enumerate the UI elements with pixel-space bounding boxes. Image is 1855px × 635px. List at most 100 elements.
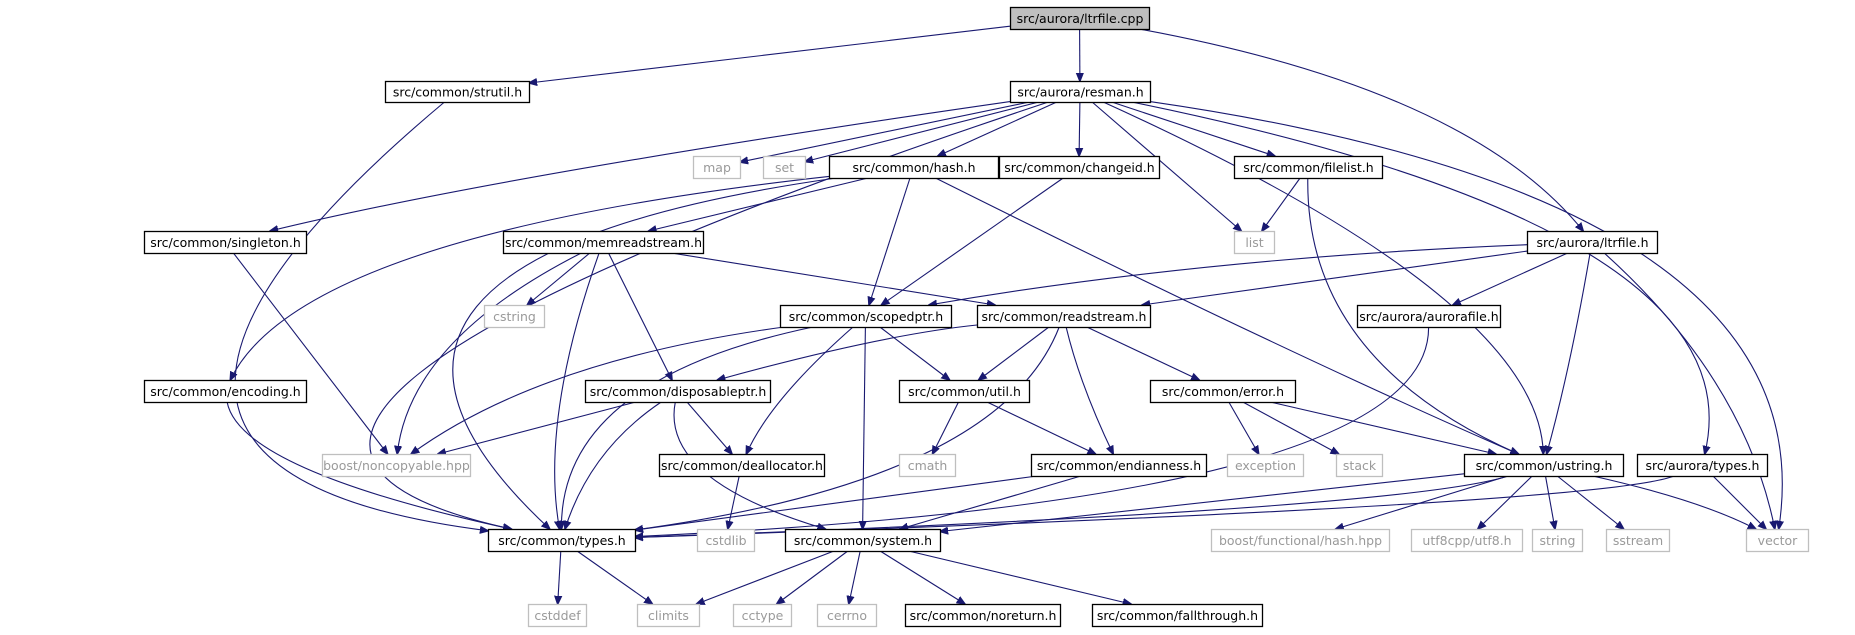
node-scopedptr-h[interactable]: src/common/scopedptr.h <box>779 304 953 329</box>
edge-resman_h-to-list <box>1091 101 1241 231</box>
node-endianness-h[interactable]: src/common/endianness.h <box>1030 453 1208 478</box>
node-label: src/aurora/aurorafile.h <box>1359 309 1498 324</box>
node-label: vector <box>1758 533 1799 548</box>
node-label: exception <box>1235 458 1296 473</box>
edge-changeid_h-to-scopedptr_h <box>881 177 1064 305</box>
edge-ustring_h-to-utf8_h <box>1478 475 1533 529</box>
node-box <box>828 155 1000 180</box>
node-noreturn-h[interactable]: src/common/noreturn.h <box>904 603 1062 628</box>
edge-hash_h-to-ustring_h <box>935 177 1519 454</box>
edge-memreadstream_h-to-types_h <box>555 252 600 529</box>
node-strutil-h[interactable]: src/common/strutil.h <box>384 80 531 104</box>
node-fallthrough-h[interactable]: src/common/fallthrough.h <box>1091 603 1264 628</box>
node-box <box>527 603 588 628</box>
node-encoding-h[interactable]: src/common/encoding.h <box>143 379 308 404</box>
node-label: cstdlib <box>705 533 746 548</box>
node-aurora-types-h[interactable]: src/aurora/types.h <box>1636 453 1769 478</box>
node-memreadstream-h[interactable]: src/common/memreadstream.h <box>502 230 705 255</box>
node-box <box>1210 528 1391 553</box>
node-label: src/common/readstream.h <box>982 309 1147 324</box>
node-types-h[interactable]: src/common/types.h <box>487 528 637 553</box>
node-climits: climits <box>636 603 701 628</box>
edge-resman_h-to-map <box>740 101 1030 162</box>
node-resman-h[interactable]: src/aurora/resman.h <box>1009 80 1152 104</box>
edge-hash_h-to-memreadstream_h <box>649 177 869 231</box>
node-label: src/common/deallocator.h <box>661 458 823 473</box>
node-string: string <box>1531 528 1584 553</box>
node-vector: vector <box>1745 528 1810 553</box>
node-label: sstream <box>1613 533 1663 548</box>
node-box <box>636 603 701 628</box>
node-label: cstddef <box>534 608 581 623</box>
node-system-h[interactable]: src/common/system.h <box>784 528 942 553</box>
node-label: cerrno <box>827 608 867 623</box>
node-box <box>998 155 1161 180</box>
node-box <box>1605 528 1671 553</box>
node-error-h[interactable]: src/common/error.h <box>1149 379 1297 404</box>
node-ltrfile-cpp[interactable]: src/aurora/ltrfile.cpp <box>1009 6 1151 31</box>
node-label: src/aurora/ltrfile.h <box>1536 235 1648 250</box>
node-box <box>502 230 705 255</box>
edge-system_h-to-climits <box>697 550 835 604</box>
node-box <box>976 304 1152 329</box>
node-label: climits <box>648 608 689 623</box>
node-singleton-h[interactable]: src/common/singleton.h <box>143 230 308 255</box>
node-deallocator-h[interactable]: src/common/deallocator.h <box>658 453 826 478</box>
node-label: src/common/endianness.h <box>1037 458 1201 473</box>
edge-ltrfile_cpp-to-aurora_ltrfile_h <box>1139 28 1583 231</box>
edge-aurora_ltrfile_h-to-readstream_h <box>1142 250 1528 305</box>
node-box <box>1030 453 1208 478</box>
node-ustring-h[interactable]: src/common/ustring.h <box>1463 453 1625 478</box>
edge-system_h-to-cerrno <box>849 550 861 604</box>
node-label: src/common/noreturn.h <box>910 608 1057 623</box>
edge-aurora_ltrfile_h-to-aurorafile_h <box>1453 252 1568 305</box>
node-cstring: cstring <box>483 304 546 329</box>
edge-disposableptr_h-to-deallocator_h <box>686 401 732 454</box>
node-box <box>692 155 742 180</box>
node-box <box>1356 304 1502 329</box>
node-label: cstring <box>493 309 536 324</box>
node-util-h[interactable]: src/common/util.h <box>898 379 1031 404</box>
node-changeid-h[interactable]: src/common/changeid.h <box>998 155 1161 180</box>
edge-ustring_h-to-string <box>1544 475 1556 529</box>
node-box <box>1526 230 1659 255</box>
node-label: src/common/system.h <box>794 533 932 548</box>
node-exception: exception <box>1226 453 1305 478</box>
edge-filelist_h-to-ustring_h <box>1307 177 1519 454</box>
edge-aurorafile_h-to-types_h <box>635 326 1430 537</box>
node-readstream-h[interactable]: src/common/readstream.h <box>976 304 1152 329</box>
edge-resman_h-to-hash_h <box>938 101 1058 156</box>
node-box <box>1531 528 1584 553</box>
edge-memreadstream_h-to-readstream_h <box>671 252 996 305</box>
edge-system_h-to-cctype <box>777 550 849 604</box>
edge-util_h-to-endianness_h <box>986 401 1096 454</box>
node-disposableptr-h[interactable]: src/common/disposableptr.h <box>584 379 772 404</box>
node-functional-hash: boost/functional/hash.hpp <box>1210 528 1391 553</box>
node-box <box>1410 528 1524 553</box>
edge-readstream_h-to-endianness_h <box>1065 326 1113 454</box>
edge-resman_h-to-changeid_h <box>1079 101 1080 156</box>
edge-readstream_h-to-types_h <box>635 326 1060 530</box>
node-box <box>1233 230 1276 255</box>
node-label: src/common/ustring.h <box>1476 458 1613 473</box>
node-filelist-h[interactable]: src/common/filelist.h <box>1233 155 1384 180</box>
edge-ustring_h-to-functional_hash <box>1336 475 1508 529</box>
edge-ltrfile_cpp-to-strutil_h <box>529 25 1011 83</box>
node-label: src/aurora/resman.h <box>1017 85 1143 100</box>
node-box <box>779 304 953 329</box>
node-aurorafile-h[interactable]: src/aurora/aurorafile.h <box>1356 304 1502 329</box>
edge-scopedptr_h-to-system_h <box>863 326 866 529</box>
node-box <box>898 379 1031 404</box>
node-cstddef: cstddef <box>527 603 588 628</box>
node-label: boost/functional/hash.hpp <box>1219 533 1382 548</box>
node-box <box>483 304 546 329</box>
node-cmath: cmath <box>898 453 957 478</box>
edge-singleton_h-to-noncopyable_hpp <box>232 252 387 454</box>
edge-hash_h-to-types_h <box>452 177 837 529</box>
node-label: src/common/changeid.h <box>1004 160 1154 175</box>
node-hash-h[interactable]: src/common/hash.h <box>828 155 1000 180</box>
node-box <box>1009 6 1151 31</box>
node-label: set <box>775 160 794 175</box>
node-box <box>762 155 807 180</box>
node-aurora-ltrfile-h[interactable]: src/aurora/ltrfile.h <box>1526 230 1659 255</box>
